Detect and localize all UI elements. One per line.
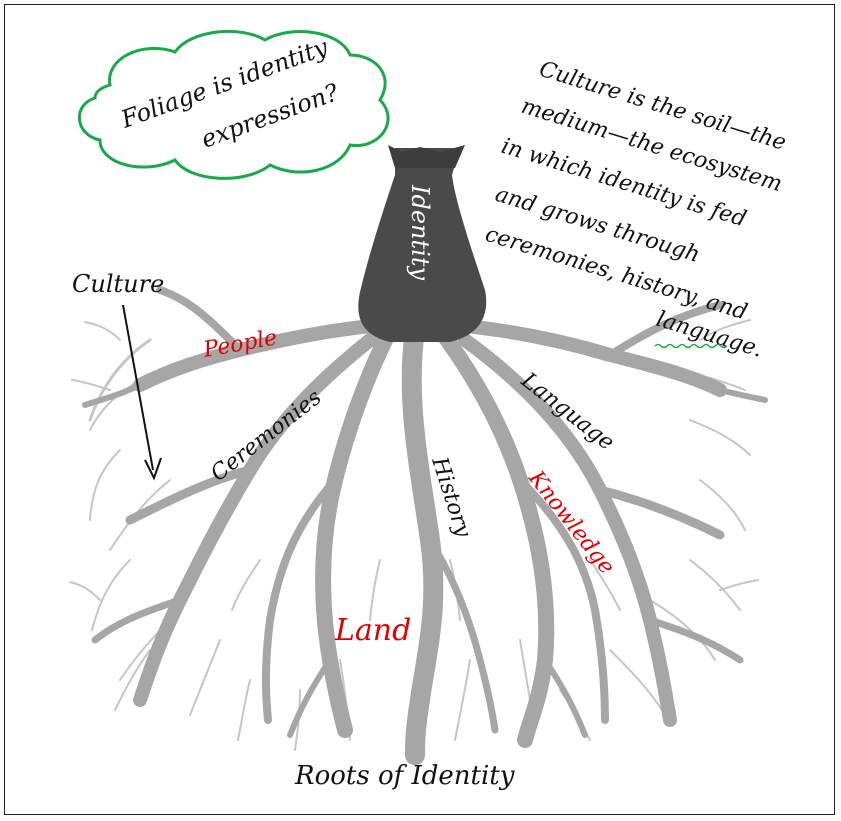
culture-label: Culture	[72, 270, 164, 298]
root-label-people: People	[201, 325, 279, 363]
diagram-title: Roots of Identity	[294, 761, 515, 791]
root-label-ceremonies: Ceremonies	[206, 385, 326, 487]
note-line-6: language.	[653, 307, 765, 363]
main-roots	[85, 290, 765, 755]
root-label-land: Land	[334, 613, 411, 648]
trunk-label: Identity	[406, 184, 434, 280]
